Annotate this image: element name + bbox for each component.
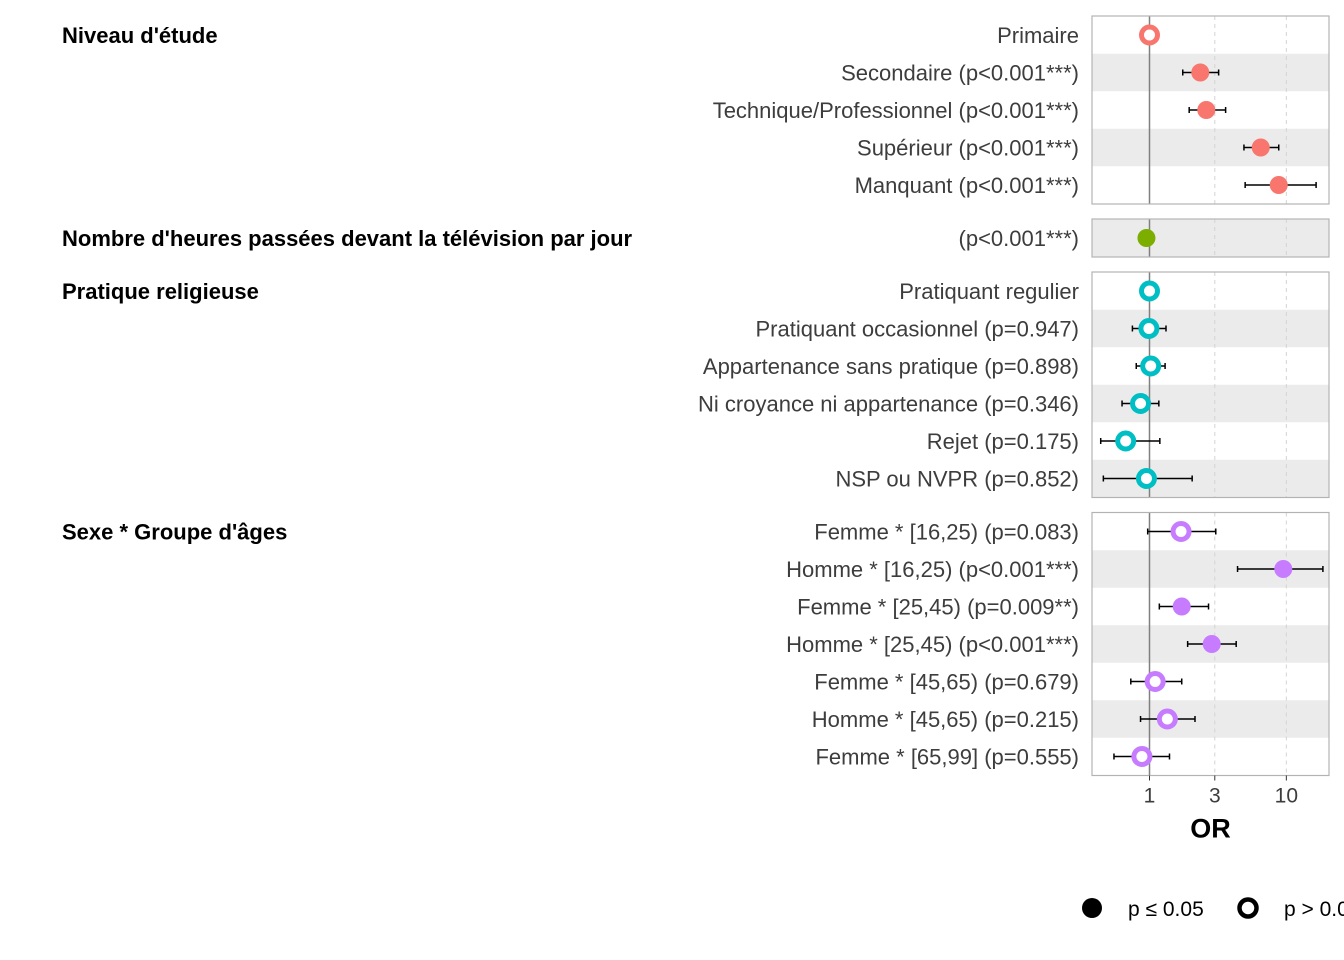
row-label: Femme * [16,25) (p=0.083) [814, 520, 1079, 545]
x-tick-label: 1 [1144, 785, 1156, 808]
zebra-band [1092, 128, 1329, 167]
legend-label: p > 0.05 [1284, 898, 1344, 921]
row-label: Pratiquant occasionnel (p=0.947) [756, 317, 1080, 342]
point-nonsignificant [1115, 430, 1137, 452]
panel-border [1091, 15, 1330, 205]
panel-group: Sexe * Groupe d'âges Femme * [16,25) (p=0… [62, 511, 1330, 777]
point-significant [1172, 597, 1191, 616]
row-label: Femme * [45,65) (p=0.679) [814, 670, 1079, 695]
x-axis: 1 3 10 [1144, 775, 1298, 808]
point-nonsignificant [1131, 746, 1153, 767]
row-label: Supérieur (p<0.001***) [857, 136, 1079, 161]
point-nonsignificant [1139, 24, 1161, 46]
group-title: Sexe * Groupe d'âges [62, 520, 287, 545]
legend-open-circle [1237, 897, 1259, 919]
point-significant [1137, 229, 1156, 247]
row-label: Technique/Professionnel (p<0.001***) [713, 98, 1079, 123]
group-title: Pratique religieuse [62, 279, 259, 304]
point-significant [1274, 560, 1293, 578]
point-significant [1197, 101, 1216, 119]
row-label: Pratiquant regulier [899, 279, 1079, 304]
row-label: Homme * [16,25) (p<0.001***) [786, 557, 1079, 582]
point-nonsignificant [1138, 318, 1160, 339]
panel-group: Nombre d'heures passées devant la télévi… [62, 218, 1330, 258]
row-label: (p<0.001***) [959, 226, 1079, 251]
zebra-band [1092, 309, 1329, 348]
group-title: Niveau d'étude [62, 23, 218, 48]
point-significant [1251, 138, 1270, 157]
point-nonsignificant [1130, 393, 1152, 414]
x-tick-label: 10 [1275, 785, 1298, 808]
row-label: Primaire [997, 23, 1079, 48]
point-significant [1191, 63, 1210, 82]
zebra-band [1092, 700, 1329, 738]
row-label: Homme * [45,65) (p=0.215) [812, 707, 1079, 732]
point-significant [1269, 176, 1288, 194]
legend-label: p ≤ 0.05 [1128, 898, 1204, 921]
point-nonsignificant [1140, 355, 1162, 377]
panel-group: Pratique religieuse Pratiquant regulierPr… [62, 271, 1330, 499]
zebra-band [1092, 219, 1329, 257]
row-label: Rejet (p=0.175) [927, 429, 1079, 454]
point-significant [1202, 635, 1221, 653]
x-axis-title: OR [1190, 814, 1231, 844]
point-nonsignificant [1156, 708, 1178, 730]
x-tick-label: 3 [1209, 785, 1221, 808]
row-label: Ni croyance ni appartenance (p=0.346) [698, 392, 1079, 417]
legend: p ≤ 0.05 p > 0.05 [1082, 897, 1344, 921]
panel-border [1091, 511, 1330, 777]
panel-border [1091, 218, 1330, 258]
point-nonsignificant [1139, 280, 1161, 302]
row-label: Femme * [65,99] (p=0.555) [815, 745, 1079, 770]
point-nonsignificant [1144, 671, 1166, 692]
legend-filled-circle [1082, 898, 1102, 918]
row-label: Appartenance sans pratique (p=0.898) [703, 354, 1079, 379]
row-label: NSP ou NVPR (p=0.852) [835, 467, 1079, 492]
panel-border [1091, 271, 1330, 499]
row-label: Secondaire (p<0.001***) [841, 61, 1079, 86]
row-label: Manquant (p<0.001***) [855, 173, 1079, 198]
group-title: Nombre d'heures passées devant la télévi… [62, 226, 633, 251]
row-label: Femme * [25,45) (p=0.009**) [797, 595, 1079, 620]
point-nonsignificant [1135, 468, 1157, 489]
point-nonsignificant [1170, 521, 1192, 542]
row-label: Homme * [25,45) (p<0.001***) [786, 632, 1079, 657]
